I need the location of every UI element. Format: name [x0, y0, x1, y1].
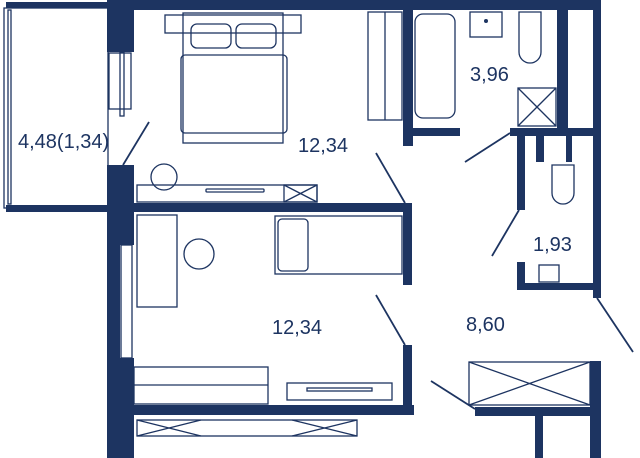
- sink-drain: [484, 19, 488, 23]
- wall-segment: [510, 128, 600, 136]
- chair: [183, 238, 215, 270]
- balcony-slab: [6, 205, 108, 212]
- wall-segment: [517, 262, 525, 290]
- blanket: [180, 54, 288, 134]
- hallway-area-label: 8,60: [466, 314, 505, 336]
- doors: [122, 121, 634, 410]
- wall-segment: [535, 416, 543, 458]
- balcony-railing: [7, 9, 12, 205]
- top-wall: [133, 0, 600, 10]
- children-room-door: [375, 294, 406, 346]
- walls: [107, 0, 601, 458]
- toilet-bowl: [518, 11, 542, 64]
- bedroom-area-label: 12,34: [298, 135, 348, 157]
- bed-frame: [182, 12, 284, 144]
- balcony-door: [122, 121, 150, 166]
- tv: [306, 387, 373, 392]
- bedroom-partition: [134, 203, 412, 212]
- wardrobe: [133, 366, 269, 405]
- bedroom-door: [375, 152, 406, 204]
- wall-segment: [475, 407, 600, 416]
- entrance-door: [596, 297, 634, 353]
- toilet-bottom-wall: [517, 283, 600, 290]
- wall-segment: [536, 136, 544, 162]
- window: [120, 244, 133, 359]
- washing-machine: [517, 87, 557, 127]
- hand-sink: [538, 264, 560, 283]
- shaft-wall: [557, 10, 568, 130]
- bathtub: [414, 13, 456, 119]
- toilet-area-label: 1,93: [533, 234, 572, 256]
- pillow: [235, 23, 277, 49]
- right-exterior-wall: [593, 0, 601, 298]
- tv-stand: [286, 382, 393, 401]
- window: [119, 51, 125, 117]
- towel-radiator: [367, 11, 403, 121]
- balcony-top-slab: [6, 2, 108, 8]
- desk: [136, 214, 178, 308]
- wall-segment: [413, 128, 460, 136]
- balcony-outline: [3, 7, 109, 209]
- wall-segment: [107, 0, 134, 52]
- hallway-cabinet: [136, 419, 358, 437]
- nightstands: [164, 14, 302, 34]
- balcony: [3, 2, 109, 212]
- toilet-door: [491, 209, 520, 257]
- children-room-area-label: 12,34: [272, 317, 322, 339]
- bathroom-area-label: 3,96: [470, 64, 509, 86]
- double-bed: [164, 12, 302, 144]
- toilet-left-wall: [517, 136, 525, 210]
- single-bed: [274, 215, 403, 275]
- closet-door: [430, 380, 476, 410]
- wall-segment: [403, 203, 412, 285]
- wall-segment: [403, 345, 412, 415]
- sink: [469, 11, 503, 38]
- wall-segment: [566, 136, 572, 162]
- chair: [150, 163, 178, 191]
- bathroom-left-wall: [403, 10, 413, 146]
- bedroom-bottom-wall: [134, 405, 414, 415]
- tv: [205, 188, 265, 193]
- pillow: [190, 23, 232, 49]
- bathroom-door: [464, 132, 511, 163]
- toilet-bowl: [551, 164, 575, 205]
- wall-segment: [107, 165, 134, 245]
- balcony-area-label: 4,48(1,34): [18, 131, 109, 153]
- cabinet-x: [283, 184, 318, 203]
- pillow: [277, 218, 309, 272]
- wall-segment: [107, 245, 120, 358]
- wall-segment: [107, 358, 134, 458]
- hallway-closet: [468, 361, 591, 406]
